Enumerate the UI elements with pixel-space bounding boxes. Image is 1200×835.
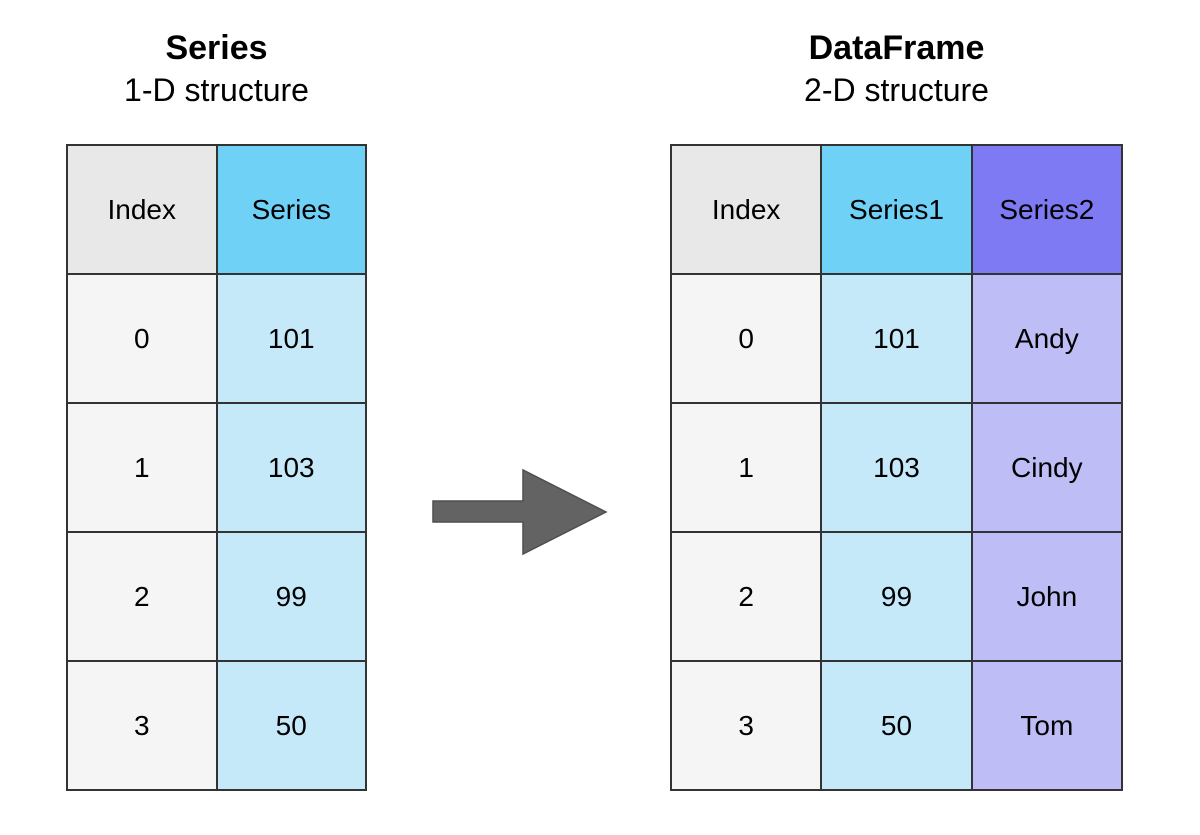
table-row: 2 99 John [669,531,1124,662]
header-cell-index: Index [66,144,218,275]
table-cell-value: 103 [820,402,973,533]
series-subtitle: 1-D structure [124,72,309,109]
dataframe-subtitle: 2-D structure [804,72,989,109]
table-row: 3 50 [66,660,367,791]
table-row: 1 103 Cindy [669,402,1124,533]
series-table: Index Series 0 101 1 103 2 99 3 50 [66,144,367,791]
table-row: 0 101 [66,273,367,404]
dataframe-title-block: DataFrame 2-D structure [670,26,1123,112]
series-title-block: Series 1-D structure [66,26,367,112]
series-title: Series [165,29,268,67]
table-cell-index: 1 [66,402,218,533]
header-cell-series1: Series1 [820,144,973,275]
table-cell-index: 2 [66,531,218,662]
table-cell-index: 3 [669,660,823,791]
table-cell-name: Cindy [970,402,1124,533]
table-row: 0 101 Andy [669,273,1124,404]
table-cell-index: 2 [669,531,823,662]
table-header-row: Index Series [66,144,367,275]
table-cell-name: Tom [970,660,1124,791]
table-cell-index: 3 [66,660,218,791]
table-cell-name: Andy [970,273,1124,404]
right-arrow-icon [432,468,608,556]
table-cell-value: 101 [215,273,367,404]
header-cell-series: Series [215,144,367,275]
table-header-row: Index Series1 Series2 [669,144,1124,275]
table-cell-index: 0 [66,273,218,404]
header-cell-series2: Series2 [970,144,1124,275]
table-cell-index: 1 [669,402,823,533]
table-cell-index: 0 [669,273,823,404]
dataframe-table: Index Series1 Series2 0 101 Andy 1 103 C… [669,144,1124,791]
table-cell-value: 103 [215,402,367,533]
table-cell-value: 50 [215,660,367,791]
table-cell-value: 50 [820,660,973,791]
dataframe-title: DataFrame [808,29,985,67]
table-cell-value: 101 [820,273,973,404]
header-cell-index: Index [669,144,823,275]
table-cell-name: John [970,531,1124,662]
table-row: 1 103 [66,402,367,533]
table-row: 2 99 [66,531,367,662]
table-row: 3 50 Tom [669,660,1124,791]
table-cell-value: 99 [820,531,973,662]
table-cell-value: 99 [215,531,367,662]
